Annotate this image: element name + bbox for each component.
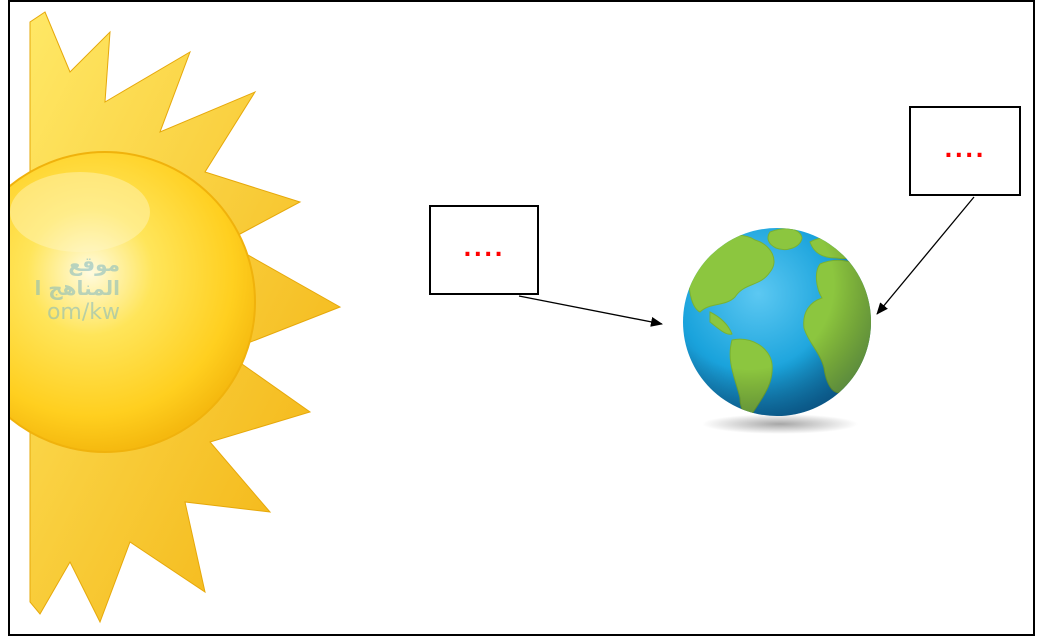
watermark-line-1: موقع — [10, 252, 120, 276]
diagram-canvas — [10, 2, 1035, 636]
watermark-line-3: om/kw — [10, 300, 120, 326]
label-box-right[interactable]: .... — [909, 106, 1021, 196]
label-box-left[interactable]: .... — [429, 205, 539, 295]
diagram-frame: موقع المناهج ا om/kw .... .... — [8, 0, 1035, 636]
watermark-line-2: المناهج ا — [10, 276, 120, 300]
label-box-right-text: .... — [944, 140, 985, 162]
label-box-left-text: .... — [463, 239, 504, 261]
arrow-left-to-earth — [519, 296, 662, 324]
arrow-right-to-earth — [877, 197, 974, 314]
earth-icon — [683, 228, 879, 434]
watermark: موقع المناهج ا om/kw — [10, 252, 120, 326]
